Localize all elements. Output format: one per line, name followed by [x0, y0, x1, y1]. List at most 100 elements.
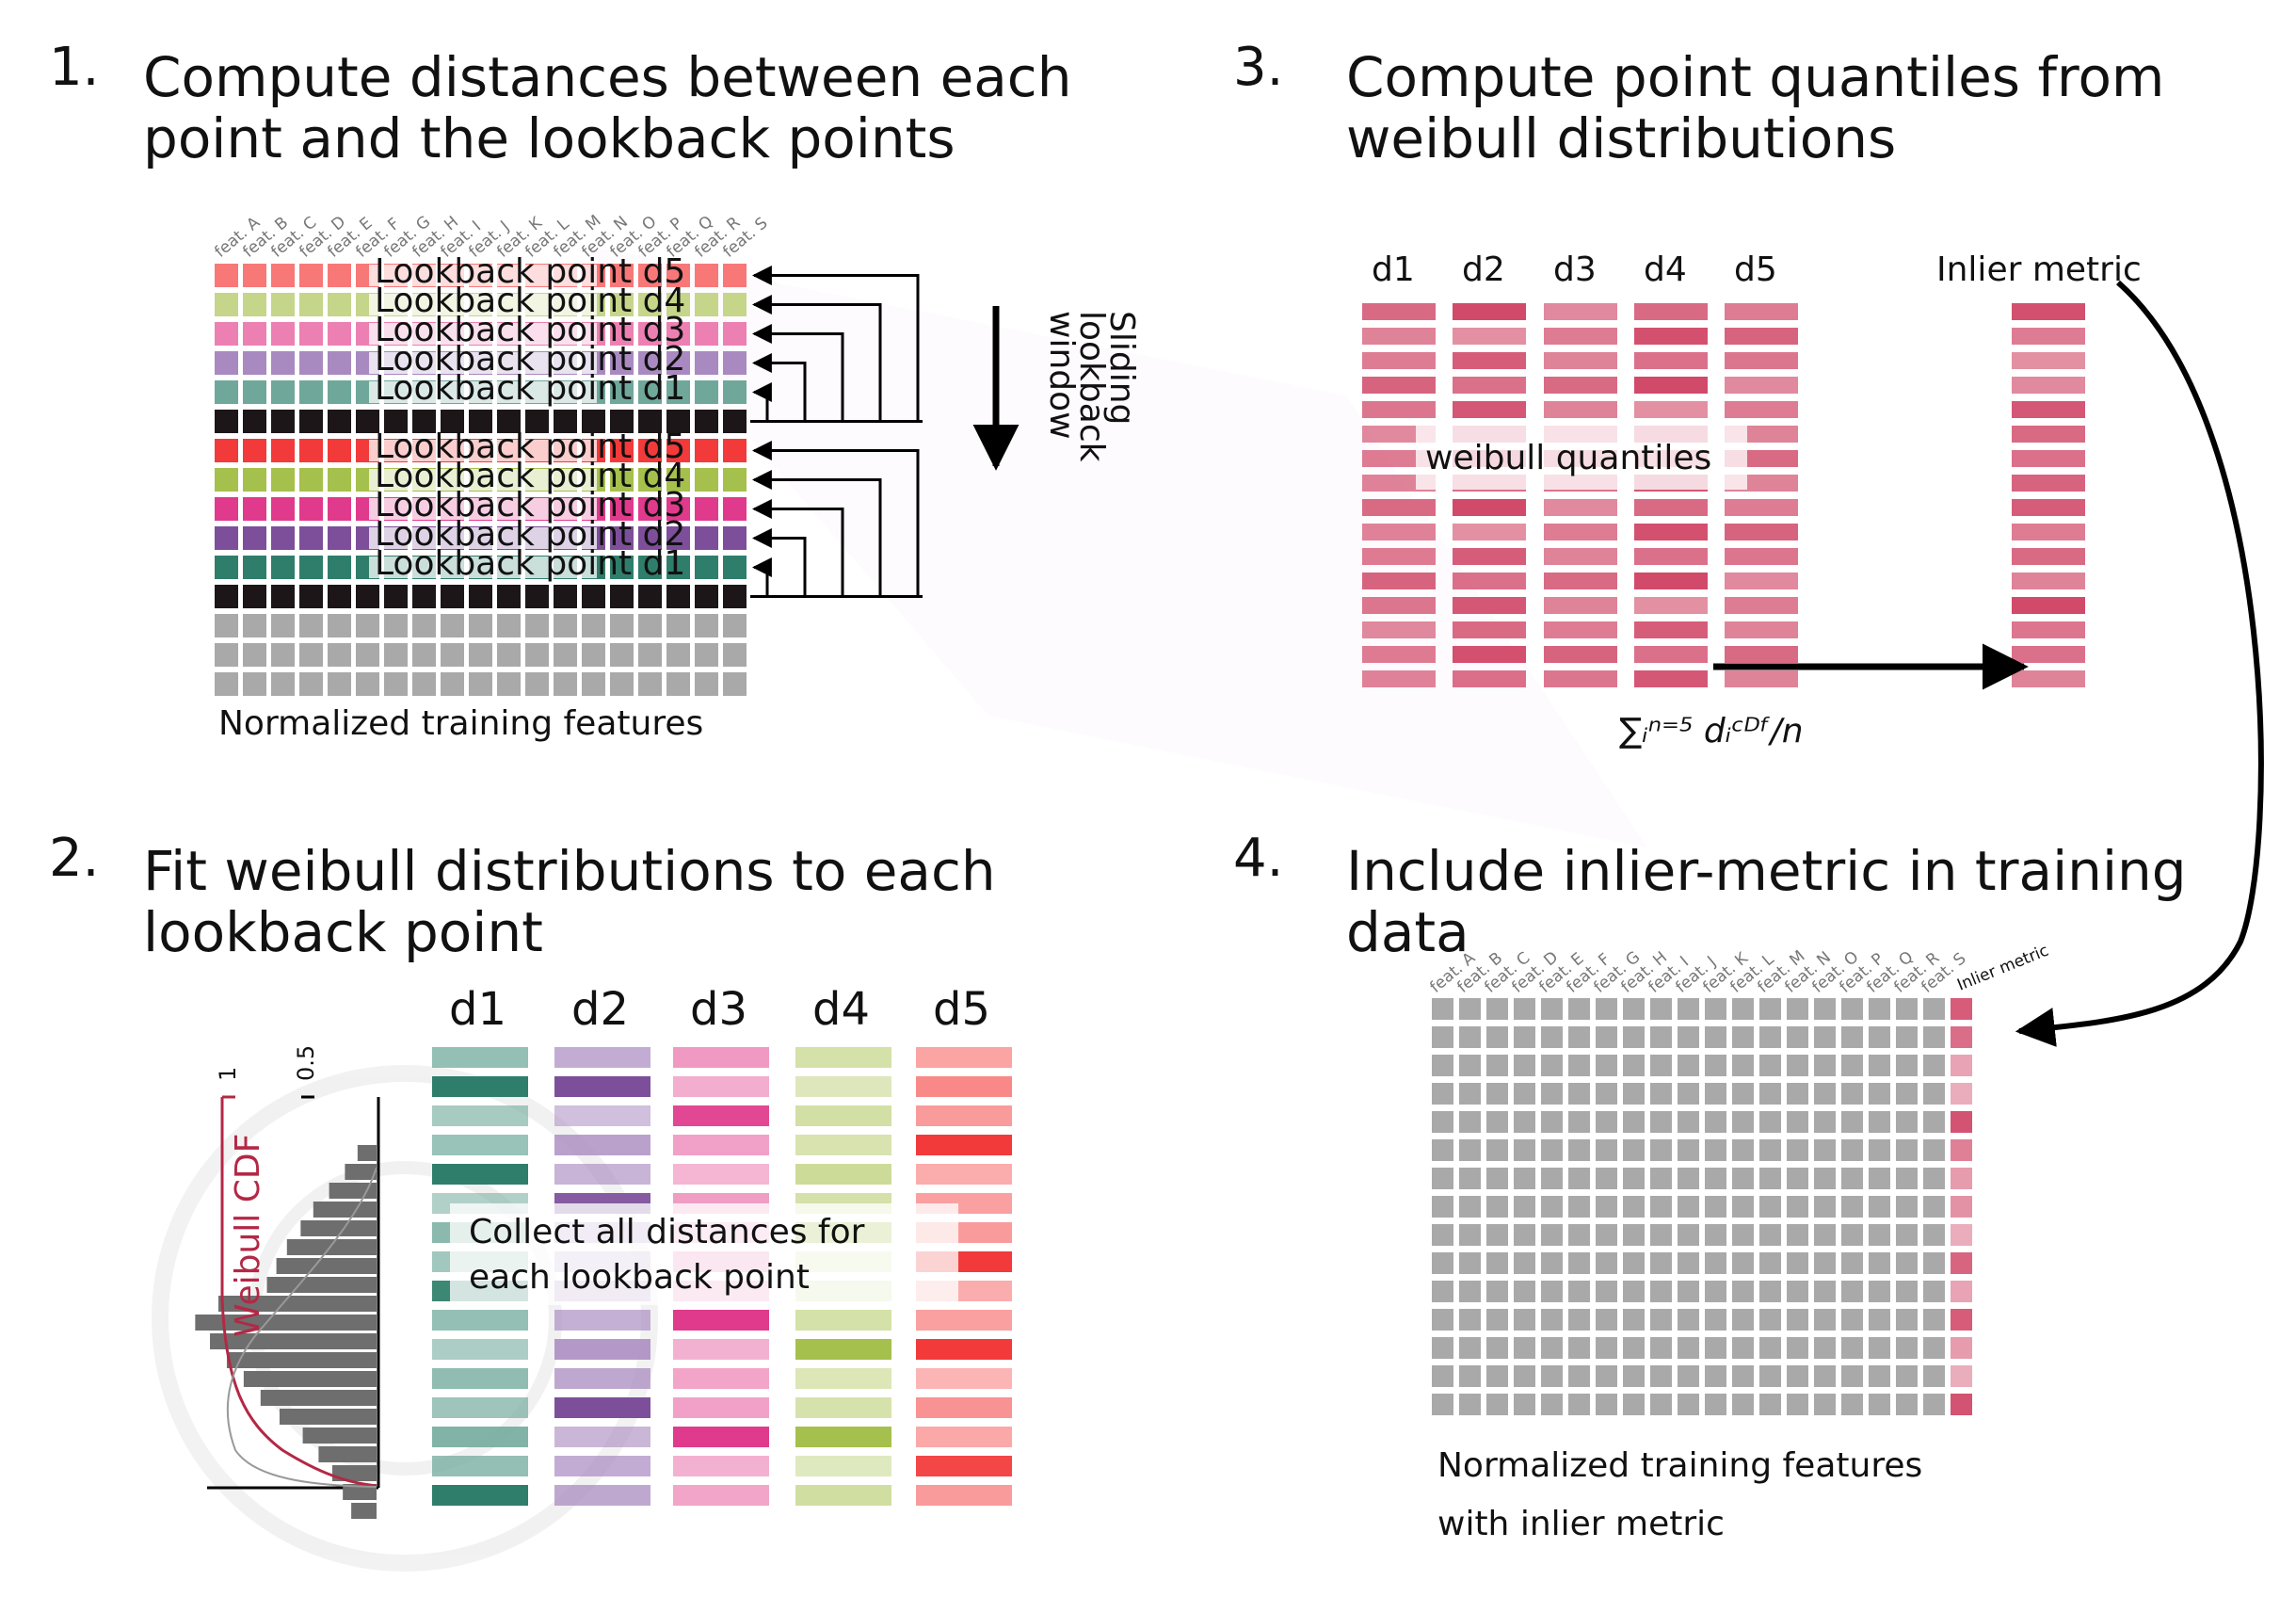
- step4-feature-cell: [1623, 1252, 1645, 1274]
- distance-cell: [673, 1368, 769, 1389]
- step4-feature-cell: [1678, 1365, 1699, 1387]
- histogram-bar: [300, 1220, 377, 1236]
- step4-feature-cell: [1486, 1139, 1508, 1161]
- feature-cell: [215, 410, 238, 433]
- feature-cell: [441, 410, 464, 433]
- distance-cell: [673, 1310, 769, 1331]
- quantile-cell: [1453, 573, 1526, 589]
- quantile-cell: [1453, 377, 1526, 394]
- feature-cell: [695, 497, 718, 521]
- step4-feature-cell: [1568, 1365, 1590, 1387]
- feature-cell: [328, 380, 351, 404]
- feature-cell: [412, 614, 436, 637]
- step4-feature-cell: [1596, 998, 1617, 1020]
- feature-cell: [695, 264, 718, 287]
- quantile-cell: [1453, 524, 1526, 540]
- step4-feature-cell: [1486, 1394, 1508, 1415]
- feature-cell: [328, 585, 351, 608]
- step4-feature-cell: [1759, 1055, 1781, 1076]
- quantile-cell: [1544, 524, 1617, 540]
- feature-cell: [271, 614, 295, 637]
- feature-cell: [610, 322, 634, 346]
- distance-cell: [916, 1456, 1012, 1476]
- feature-cell: [328, 439, 351, 462]
- feature-cell: [695, 410, 718, 433]
- quantile-cell: [1453, 646, 1526, 663]
- quantile-cell: [1725, 621, 1798, 638]
- step4-feature-cell: [1869, 1394, 1890, 1415]
- step4-feature-cell: [1432, 1337, 1453, 1359]
- step4-feature-cell: [1623, 1365, 1645, 1387]
- feature-cell: [638, 380, 662, 404]
- feature-cell: [610, 293, 634, 316]
- quantile-cell: [1362, 670, 1436, 687]
- feature-cell: [723, 380, 747, 404]
- lookback-connector: [751, 528, 807, 597]
- step4-feature-cell: [1459, 1309, 1481, 1331]
- feature-cell: [695, 526, 718, 550]
- feature-cell: [215, 439, 238, 462]
- step4-feature-cell: [1596, 1168, 1617, 1189]
- feature-cell: [497, 614, 521, 637]
- step4-feature-cell: [1568, 1309, 1590, 1331]
- step4-feature-cell: [1814, 1111, 1836, 1133]
- quantile-cell: [1362, 303, 1436, 320]
- feature-cell: [666, 264, 690, 287]
- feature-cell: [723, 526, 747, 550]
- step4-feature-cell: [1869, 1026, 1890, 1048]
- step4-feature-cell: [1568, 1224, 1590, 1246]
- step4-inlier-cell: [1951, 1055, 1972, 1076]
- step4-feature-cell: [1759, 1111, 1781, 1133]
- step4-feature-cell: [1459, 1252, 1481, 1274]
- step4-panel: 4. Include inlier-metric in training dat…: [1233, 828, 2187, 1543]
- step4-feature-cell: [1678, 1026, 1699, 1048]
- step4-feature-cell: [1869, 1224, 1890, 1246]
- feature-cell: [638, 293, 662, 316]
- quantile-cell: [1634, 573, 1708, 589]
- quantile-overlay-box: [1416, 426, 1747, 490]
- quantile-cell: [1544, 328, 1617, 345]
- feature-cell: [666, 526, 690, 550]
- feature-cell: [610, 264, 634, 287]
- histogram-bar: [351, 1503, 377, 1519]
- step4-feature-cell: [1759, 1026, 1781, 1048]
- feature-cell: [666, 672, 690, 696]
- inlier-metric-cell: [2012, 597, 2085, 614]
- feature-cell: [271, 556, 295, 579]
- step4-feature-cell: [1650, 1168, 1672, 1189]
- step2-panel: 2. Fit weibull distributions to each loo…: [49, 828, 1012, 1519]
- feature-cell: [666, 585, 690, 608]
- step4-inlier-cell: [1951, 1196, 1972, 1218]
- step4-feature-cell: [1623, 1111, 1645, 1133]
- step4-feature-cell: [1623, 1139, 1645, 1161]
- feature-cell: [215, 643, 238, 667]
- quantile-cell: [1453, 670, 1526, 687]
- feature-cell: [215, 351, 238, 375]
- quantile-cell: [1725, 352, 1798, 369]
- distance-cell: [795, 1047, 891, 1068]
- step4-feature-cell: [1459, 998, 1481, 1020]
- distance-cell: [554, 1076, 650, 1097]
- histogram-bar: [302, 1428, 377, 1444]
- step4-feature-cell: [1923, 1281, 1945, 1302]
- lookback-connector: [751, 382, 772, 422]
- feature-cell: [328, 672, 351, 696]
- step4-feature-cell: [1678, 1168, 1699, 1189]
- feature-cell: [328, 643, 351, 667]
- quantile-cell: [1544, 401, 1617, 418]
- step4-feature-cell: [1896, 1365, 1918, 1387]
- step4-feature-cell: [1596, 1196, 1617, 1218]
- weibull-histogram: [195, 1095, 380, 1519]
- step4-feature-cell: [1841, 1139, 1863, 1161]
- distance-cell: [673, 1135, 769, 1155]
- step4-feature-cell: [1787, 1026, 1808, 1048]
- feature-cell: [666, 380, 690, 404]
- step4-inlier-cell: [1951, 1026, 1972, 1048]
- feature-cell: [469, 672, 492, 696]
- step4-inlier-cell: [1951, 1337, 1972, 1359]
- inlier-metric-cell: [2012, 548, 2085, 565]
- feature-cell: [243, 526, 266, 550]
- step4-feature-cell: [1432, 1168, 1453, 1189]
- distance-cell: [432, 1485, 528, 1506]
- distance-cell: [432, 1047, 528, 1068]
